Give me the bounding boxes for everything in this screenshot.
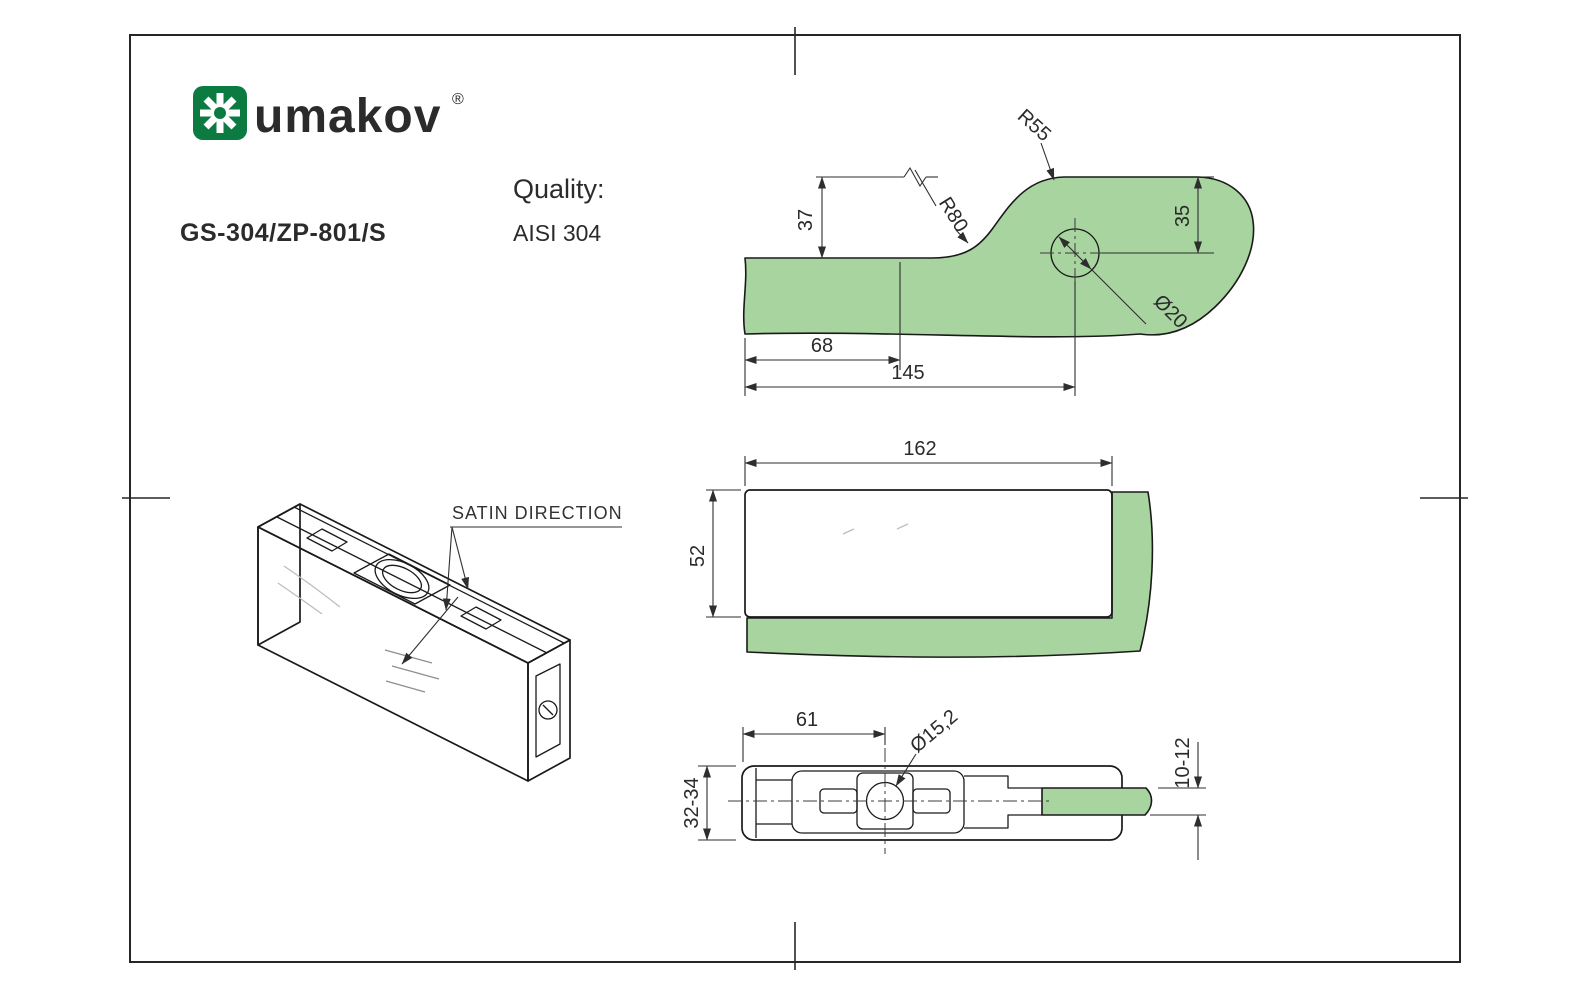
dim-r55: R55 bbox=[1013, 105, 1055, 181]
dim-r80-label: R80 bbox=[934, 193, 972, 236]
dim-35: 35 bbox=[1102, 176, 1214, 254]
glass-edge-shape bbox=[1041, 787, 1153, 816]
iso-clamp-screw bbox=[538, 700, 558, 720]
iso-left-end-face bbox=[257, 503, 301, 646]
part-number: GS-304/ZP-801/S bbox=[180, 219, 386, 247]
dim-10-12-label: 10-12 bbox=[1172, 737, 1194, 788]
satin-direction-callout: SATIN DIRECTION bbox=[401, 503, 623, 665]
iso-clamp-insert bbox=[535, 663, 561, 758]
dim-52-label: 52 bbox=[687, 545, 709, 567]
dim-10-12: 10-12 bbox=[1150, 737, 1206, 860]
iso-spindle-hole bbox=[374, 558, 430, 600]
iso-top-face bbox=[257, 503, 571, 664]
dim-68: 68 bbox=[744, 262, 901, 396]
dim-52: 52 bbox=[687, 489, 741, 618]
dim-162: 162 bbox=[744, 438, 1113, 486]
dim-32-34: 32-34 bbox=[681, 765, 736, 841]
drawing-frame bbox=[122, 27, 1468, 970]
dim-145: 145 bbox=[744, 281, 1076, 396]
dim-37: 37 bbox=[795, 166, 938, 259]
corner-view: 37 R80 R55 35 Ø20 68 bbox=[742, 105, 1255, 396]
satin-direction-label: SATIN DIRECTION bbox=[452, 503, 623, 523]
quality-label: Quality: bbox=[513, 174, 605, 204]
brand-name: umakov bbox=[254, 90, 441, 143]
dim-32-34-label: 32-34 bbox=[681, 777, 703, 828]
dim-68-label: 68 bbox=[811, 335, 833, 357]
dim-61: 61 bbox=[742, 709, 886, 762]
dim-35-label: 35 bbox=[1172, 205, 1194, 227]
quality-value: AISI 304 bbox=[513, 220, 601, 246]
glass-corner-shape bbox=[742, 176, 1255, 338]
cover-plate bbox=[744, 489, 1113, 618]
iso-right-end-face bbox=[527, 639, 571, 782]
dim-dia15: Ø15,2 bbox=[895, 705, 962, 787]
top-view: 61 Ø15,2 32-34 10-12 bbox=[681, 705, 1206, 860]
dim-r55-label: R55 bbox=[1013, 105, 1055, 146]
dim-145-label: 145 bbox=[891, 362, 924, 384]
dim-37-label: 37 bbox=[795, 209, 817, 231]
dim-61-label: 61 bbox=[796, 709, 818, 731]
registered-mark: ® bbox=[452, 91, 464, 108]
dim-dia15-label: Ø15,2 bbox=[906, 705, 962, 757]
glass-panel-shape bbox=[746, 491, 1154, 658]
iso-view: SATIN DIRECTION bbox=[257, 503, 623, 782]
logo-glyph-center bbox=[214, 107, 226, 119]
brand-logo: umakov ® bbox=[193, 86, 464, 143]
dim-162-label: 162 bbox=[903, 438, 936, 460]
plate-view: 162 52 bbox=[687, 438, 1154, 658]
